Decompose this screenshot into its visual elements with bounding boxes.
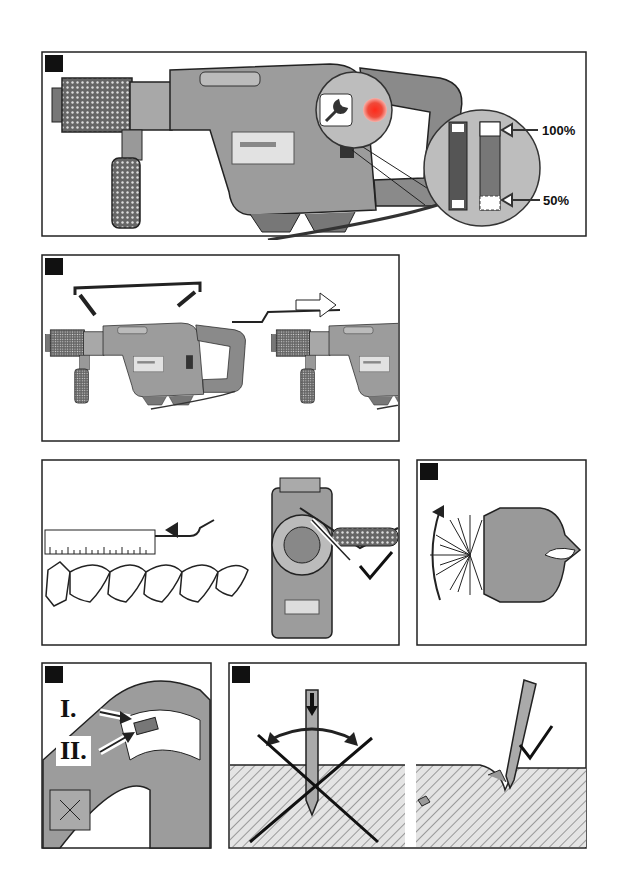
panel-frames — [42, 52, 586, 848]
setting-label: 50% — [543, 194, 569, 207]
switch-position: II. — [56, 736, 91, 766]
switch-position: I. — [56, 694, 81, 724]
setting-label: 100% — [542, 124, 575, 137]
